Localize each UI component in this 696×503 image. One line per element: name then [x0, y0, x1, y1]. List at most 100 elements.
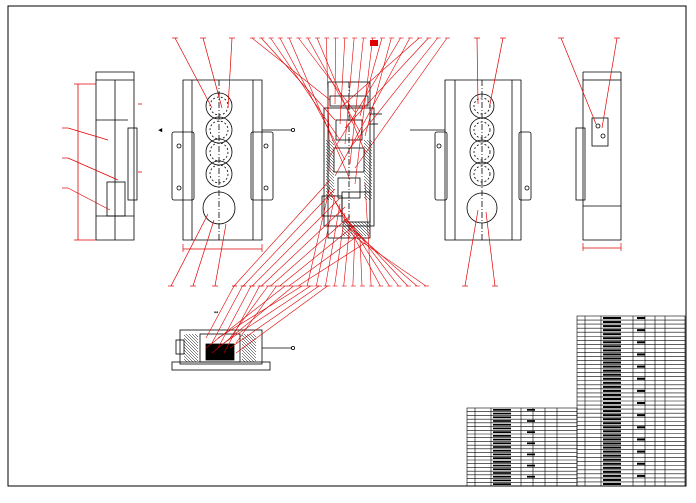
- leader-line: [329, 37, 401, 157]
- table-cell-text: [603, 361, 621, 364]
- leader-line: [464, 209, 479, 287]
- table-cell-text: [603, 317, 621, 320]
- leader-line: [343, 221, 351, 287]
- hatch-line: [363, 181, 373, 191]
- table-cell-text: [637, 450, 645, 453]
- hatch-line: [325, 145, 335, 155]
- table-cell-text: [493, 483, 511, 485]
- hatch-line: [360, 221, 371, 232]
- table-cell-text: [603, 418, 621, 421]
- leader-line: [67, 157, 119, 181]
- bolt-circle: [209, 120, 229, 140]
- leader-line: [270, 37, 341, 141]
- table-cell-text: [493, 423, 511, 426]
- table-cell-text: [603, 442, 621, 445]
- table-cell-text: [603, 341, 621, 344]
- hatch-line: [363, 142, 373, 152]
- table-cell-text: [637, 317, 645, 320]
- table-cell-text: [603, 406, 621, 409]
- leader-line: [227, 37, 233, 109]
- table-cell-text: [603, 430, 621, 433]
- table-cell-text: [603, 353, 621, 356]
- leader-cluster-mark: [370, 40, 378, 46]
- hatch-line: [363, 139, 373, 149]
- table-cell-text: [637, 329, 645, 332]
- leader-line: [288, 37, 351, 181]
- hatch-line: [183, 358, 188, 363]
- hatch-line: [363, 163, 373, 173]
- hatch-line: [183, 355, 191, 363]
- hatch-line: [351, 221, 367, 237]
- table-cell-text: [603, 337, 621, 340]
- table-cell-text: [603, 426, 621, 429]
- hatch-line: [241, 334, 257, 350]
- table-cell-text: [603, 345, 621, 348]
- leader-line: [485, 211, 496, 287]
- leader-line: [279, 224, 356, 287]
- bearing-bore-circle: [202, 191, 236, 225]
- hatch-line: [183, 340, 199, 356]
- table-cell-text: [493, 420, 511, 422]
- hatch-line: [183, 343, 199, 359]
- table-cell-text: [493, 449, 511, 452]
- leader-line: [316, 37, 366, 153]
- table-cell-text: [603, 482, 621, 485]
- table-cell-text: [603, 329, 621, 332]
- hatch-line: [325, 172, 335, 182]
- table-cell-text: [603, 474, 621, 477]
- hatch-line: [183, 337, 199, 353]
- leader-line: [364, 37, 392, 137]
- table-cell-text: [603, 389, 621, 392]
- leader-line: [288, 233, 361, 287]
- bearing-bore-circle: [466, 192, 498, 224]
- leader-line: [354, 37, 374, 185]
- table-cell-text: [603, 446, 621, 449]
- hatch-line: [241, 340, 257, 356]
- leader-line: [359, 239, 363, 287]
- leader-line: [67, 187, 111, 211]
- leader-line: [560, 37, 597, 125]
- hatch-line: [241, 346, 257, 362]
- title-block: [466, 407, 578, 487]
- table-cell-text: [603, 333, 621, 336]
- leader-line: [205, 285, 235, 339]
- leader-line: [270, 215, 351, 287]
- hatch-line: [183, 334, 199, 350]
- table-cell-text: [527, 453, 535, 456]
- hatch-line: [363, 148, 373, 158]
- hatch-line: [183, 349, 197, 363]
- table-cell-text: [493, 464, 511, 467]
- table-cell-text: [493, 412, 511, 415]
- hatch-line: [325, 139, 335, 149]
- hatch-line: [325, 178, 335, 188]
- table-cell-text: [637, 414, 645, 417]
- table-cell-text: [493, 438, 511, 441]
- parts-list-table: [576, 315, 686, 487]
- leader-line: [349, 227, 418, 287]
- table-cell-text: [637, 474, 645, 477]
- hatch-line: [363, 157, 373, 167]
- table-cell-text: [603, 321, 621, 324]
- table-cell-text: [603, 325, 621, 328]
- hatch-line: [363, 166, 373, 176]
- hatch-line: [341, 226, 352, 237]
- hatch-line: [191, 333, 199, 341]
- table-cell-text: [603, 365, 621, 368]
- leader-line: [344, 218, 408, 287]
- leader-line: [229, 285, 320, 349]
- leader-line: [211, 285, 243, 344]
- table-cell-text: [637, 389, 645, 392]
- table-cell-text: [603, 373, 621, 376]
- table-cell-text: [527, 409, 535, 411]
- hatch-line: [185, 333, 199, 347]
- table-cell-text: [493, 461, 511, 463]
- hatch-line: [325, 142, 335, 152]
- svg-text:◀: ◀: [158, 126, 163, 134]
- leader-line: [364, 182, 372, 287]
- table-cell-text: [603, 357, 621, 360]
- table-cell-text: [603, 434, 621, 437]
- table-cell-text: [637, 438, 645, 441]
- hatch-line: [363, 169, 373, 179]
- leader-line: [170, 213, 209, 287]
